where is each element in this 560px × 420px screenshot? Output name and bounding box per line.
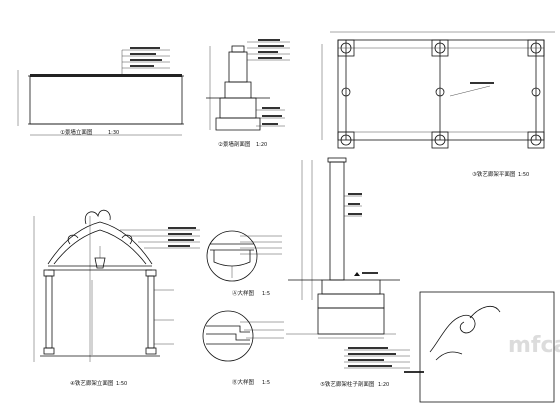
detail-a-title: Ⓐ大样图 — [232, 289, 255, 297]
pergola-plan-title: ③铁艺廊架平面图 — [472, 170, 516, 178]
detail-a-drawing — [206, 230, 282, 282]
gate-elevation-title: ④铁艺廊架立面图 — [70, 379, 114, 387]
detail-b-scale: 1:5 — [262, 380, 270, 386]
wall-elevation-scale: 1:30 — [108, 130, 119, 136]
pergola-plan-columns — [337, 39, 545, 149]
column-section-drawing — [286, 157, 424, 373]
wall-section-leaders — [247, 39, 290, 127]
pergola-plan-scale: 1:50 — [518, 172, 529, 178]
watermark: mfcad — [508, 333, 560, 358]
column-section-scale: 1:20 — [378, 382, 389, 388]
detail-b-title: Ⓑ大样图 — [232, 378, 255, 386]
column-section-leaders — [344, 193, 424, 373]
gate-elevation-drawing — [33, 209, 200, 362]
column-section-title: ⑤铁艺廊架柱子剖面图 — [320, 380, 375, 388]
wall-elevation-leaders — [121, 47, 170, 76]
wall-elevation-drawing — [17, 47, 184, 136]
gate-elevation-scale: 1:50 — [116, 381, 127, 387]
grid-detail-drawing — [419, 291, 555, 403]
wall-section-scale: 1:20 — [256, 142, 267, 148]
detail-b-drawing — [202, 310, 284, 362]
pergola-plan-drawing — [321, 31, 555, 149]
gate-elevation-leaders — [120, 227, 200, 345]
wall-elevation-title: ①景墙立面图 — [60, 128, 93, 136]
wall-section-drawing — [206, 39, 290, 131]
wall-section-title: ②景墙剖面图 — [218, 140, 251, 148]
detail-a-scale: 1:5 — [262, 291, 270, 297]
